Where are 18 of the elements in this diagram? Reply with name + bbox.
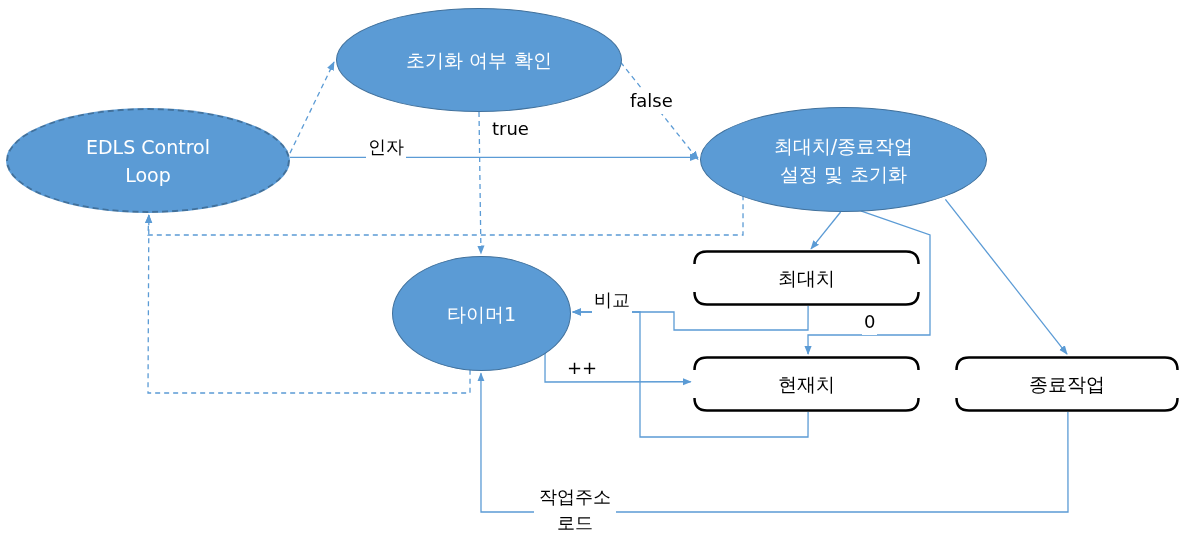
dashed-arrow (145, 214, 471, 394)
dashed-arrow (477, 111, 485, 255)
arrow (804, 210, 931, 355)
bracket-box: 최대치 (693, 250, 920, 306)
arrow (944, 198, 1068, 355)
arrow (289, 153, 699, 162)
dashed-arrow (144, 194, 744, 236)
ellipse-node: 초기화 여부 확인 (336, 8, 622, 112)
arrow (477, 372, 1069, 513)
bracket-box: 현재치 (693, 356, 920, 412)
bracket-box: 종료작업 (955, 356, 1179, 412)
edge-label: false (628, 88, 675, 114)
dashed-arrow (619, 61, 699, 161)
ellipse-node: EDLS Control Loop (6, 108, 290, 213)
arrow (571, 308, 809, 438)
arrow (810, 211, 842, 250)
ellipse-node: 최대치/종료작업 설정 및 초기화 (700, 107, 987, 212)
dashed-arrow (289, 61, 335, 154)
